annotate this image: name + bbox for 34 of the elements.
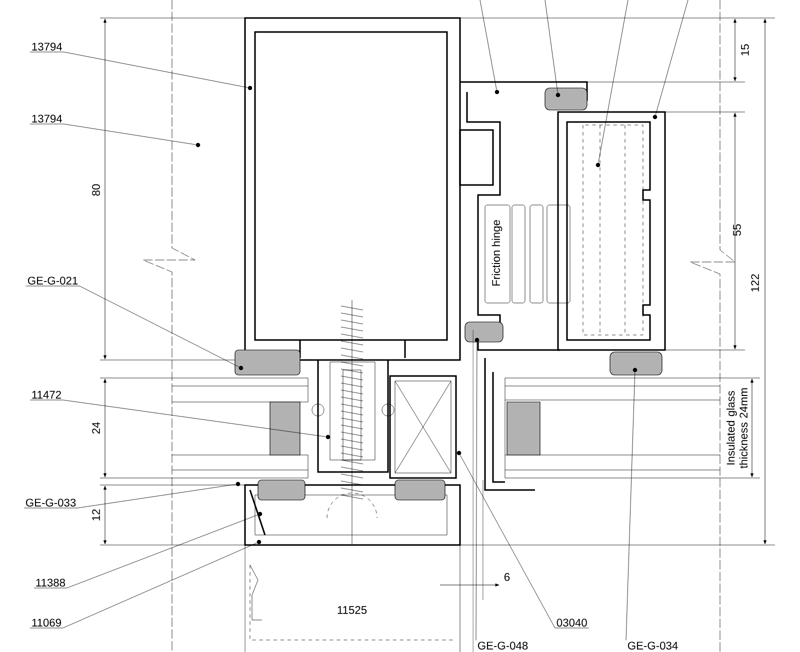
leader-line bbox=[655, 0, 688, 115]
callout-number: GE-G-048 bbox=[478, 642, 528, 650]
callout-number: 11472 bbox=[32, 390, 61, 399]
callout-number: GE-G-033 bbox=[26, 498, 76, 507]
callout-number: 13794 bbox=[32, 42, 62, 51]
callout-number: 03040 bbox=[556, 618, 587, 627]
dimension-text: 15 bbox=[741, 44, 749, 56]
part-label: Friction hinge bbox=[492, 220, 502, 286]
leader-line bbox=[30, 400, 326, 437]
callout-number: GE-G-021 bbox=[28, 276, 78, 285]
leader-line bbox=[480, 0, 497, 90]
leader-line bbox=[34, 514, 258, 588]
dimension-text: 80 bbox=[92, 184, 100, 196]
dimension-text: 55 bbox=[733, 224, 741, 236]
leader-line bbox=[544, 0, 558, 93]
leader-line bbox=[30, 542, 258, 628]
leader-line bbox=[24, 484, 236, 508]
part-number: 11525 bbox=[338, 606, 367, 614]
dimension-text: 6 bbox=[504, 573, 510, 581]
leader-line bbox=[626, 372, 636, 640]
dimension-text: 12 bbox=[92, 509, 100, 520]
dimension-text: 24 bbox=[92, 422, 100, 434]
leader-line bbox=[26, 286, 240, 368]
callout-number: 13794 bbox=[32, 114, 62, 123]
callout-number: 11069 bbox=[32, 618, 61, 627]
leader-line bbox=[30, 52, 248, 88]
callout-number: GE-G-034 bbox=[628, 642, 678, 650]
leader-line bbox=[460, 454, 589, 628]
callout-number: 11388 bbox=[36, 578, 66, 587]
leader-line bbox=[476, 342, 478, 640]
dimension-text: Insulated glass thickness 24mm bbox=[726, 388, 748, 468]
leader-line bbox=[598, 0, 628, 163]
leader-line bbox=[30, 124, 196, 145]
dimension-text: 122 bbox=[751, 274, 759, 292]
